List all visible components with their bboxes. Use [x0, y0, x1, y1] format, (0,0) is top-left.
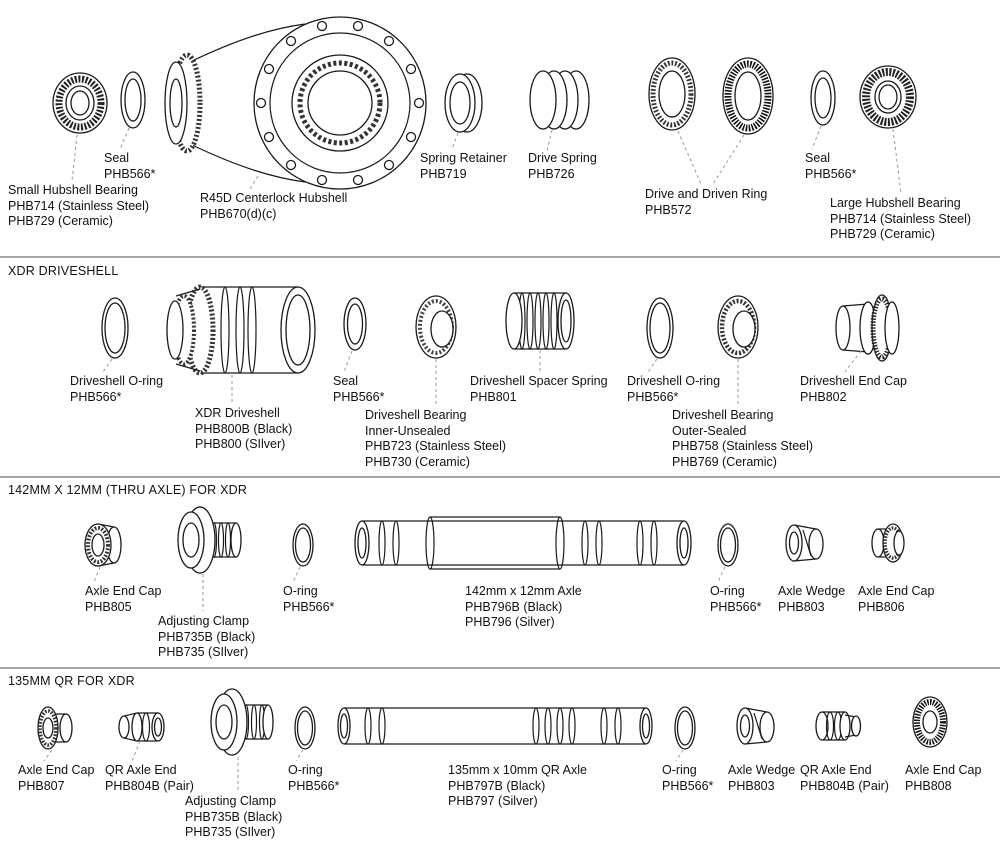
drawing-driveshell-seal [343, 297, 367, 373]
label-seal-right: Seal PHB566* [805, 151, 857, 181]
drawing-driveshell-oring-left [101, 297, 129, 373]
label-seal-left: Seal PHB566* [104, 151, 156, 181]
drawing-adjusting-clamp-142 [177, 506, 242, 611]
drawing-large-hubshell-bearing [859, 65, 917, 194]
label-axle-wedge-142: Axle Wedge PHB803 [778, 584, 846, 614]
drawing-driveshell-bearing-outer [717, 295, 759, 405]
label-driveshell-spacer-spring: Driveshell Spacer Spring PHB801 [470, 374, 608, 404]
label-r45d-centerlock-hubshell: R45D Centerlock Hubshell PHB670(d)(c) [200, 191, 348, 221]
label-axle-end-cap-808: Axle End Cap PHB808 [905, 763, 982, 793]
label-oring-142-left: O-ring PHB566* [283, 584, 335, 614]
label-oring-135-right: O-ring PHB566* [662, 763, 714, 793]
drawing-qr-axle-135 [337, 707, 653, 745]
label-drive-spring: Drive Spring PHB726 [528, 151, 597, 181]
label-qr-axle-end-left: QR Axle End PHB804B (Pair) [105, 763, 194, 793]
drawing-seal-right [810, 70, 836, 150]
label-driveshell-bearing-inner: Driveshell Bearing Inner-Unsealed PHB723… [365, 408, 507, 469]
label-oring-135-left: O-ring PHB566* [288, 763, 340, 793]
label-axle-142: 142mm x 12mm Axle PHB796B (Black) PHB796… [465, 584, 582, 630]
drawing-axle-end-cap-806 [871, 523, 905, 563]
label-adjusting-clamp-142: Adjusting Clamp PHB735B (Black) PHB735 (… [158, 614, 256, 660]
label-driveshell-oring-left: Driveshell O-ring PHB566* [70, 374, 164, 404]
drawing-oring-142-left [292, 523, 314, 583]
drawing-oring-135-right [674, 706, 696, 762]
drawing-qr-axle-end-right [815, 711, 862, 741]
drawing-driveshell-end-cap [835, 294, 900, 373]
drawing-r45d-centerlock-hubshell [164, 16, 427, 190]
drawing-axle-142 [354, 516, 692, 570]
label-qr-axle-135: 135mm x 10mm QR Axle PHB797B (Black) PHB… [448, 763, 587, 809]
drawing-driveshell-spacer-spring [505, 292, 575, 372]
section-title-142mm-thru-axle: 142MM X 12MM (THRU AXLE) FOR XDR [8, 483, 248, 497]
drawing-adjusting-clamp-135 [210, 688, 274, 791]
label-adjusting-clamp-135: Adjusting Clamp PHB735B (Black) PHB735 (… [185, 794, 283, 840]
drawing-drive-and-driven-ring [648, 57, 774, 185]
label-small-hubshell-bearing: Small Hubshell Bearing PHB714 (Stainless… [8, 183, 150, 229]
label-driveshell-bearing-outer: Driveshell Bearing Outer-Sealed PHB758 (… [672, 408, 814, 469]
label-oring-142-right: O-ring PHB566* [710, 584, 762, 614]
drawing-drive-spring [529, 70, 590, 152]
section-title-xdr-driveshell: XDR DRIVESHELL [8, 264, 119, 278]
label-axle-end-cap-805: Axle End Cap PHB805 [85, 584, 162, 614]
label-drive-and-driven-ring: Drive and Driven Ring PHB572 [645, 187, 768, 217]
label-axle-end-cap-807: Axle End Cap PHB807 [18, 763, 95, 793]
drawing-axle-wedge-142 [785, 524, 824, 562]
label-qr-axle-end-right: QR Axle End PHB804B (Pair) [800, 763, 889, 793]
drawing-oring-142-right [717, 523, 739, 583]
drawing-axle-wedge-135 [736, 707, 775, 745]
drawing-driveshell-oring-right [646, 297, 674, 373]
label-axle-wedge-135: Axle Wedge PHB803 [728, 763, 796, 793]
drawing-axle-end-cap-807 [37, 706, 73, 762]
drawing-axle-end-cap-808 [912, 696, 948, 748]
drawing-spring-retainer [444, 73, 483, 150]
label-large-hubshell-bearing: Large Hubshell Bearing PHB714 (Stainless… [830, 196, 972, 242]
label-axle-end-cap-806: Axle End Cap PHB806 [858, 584, 935, 614]
drawing-xdr-driveshell [166, 284, 316, 403]
drawing-oring-135-left [294, 706, 316, 762]
drawing-seal-left [119, 71, 146, 150]
label-spring-retainer: Spring Retainer PHB719 [420, 151, 507, 181]
label-xdr-driveshell: XDR Driveshell PHB800B (Black) PHB800 (S… [195, 406, 293, 452]
section-title-135mm-qr: 135MM QR FOR XDR [8, 674, 135, 688]
label-driveshell-oring-right: Driveshell O-ring PHB566* [627, 374, 721, 404]
drawing-qr-axle-end-left [118, 712, 165, 762]
drawing-small-hubshell-bearing [52, 72, 108, 182]
drawing-driveshell-bearing-inner [415, 295, 457, 405]
label-driveshell-seal: Seal PHB566* [333, 374, 385, 404]
label-driveshell-end-cap: Driveshell End Cap PHB802 [800, 374, 907, 404]
drawing-axle-end-cap-805 [84, 523, 122, 583]
